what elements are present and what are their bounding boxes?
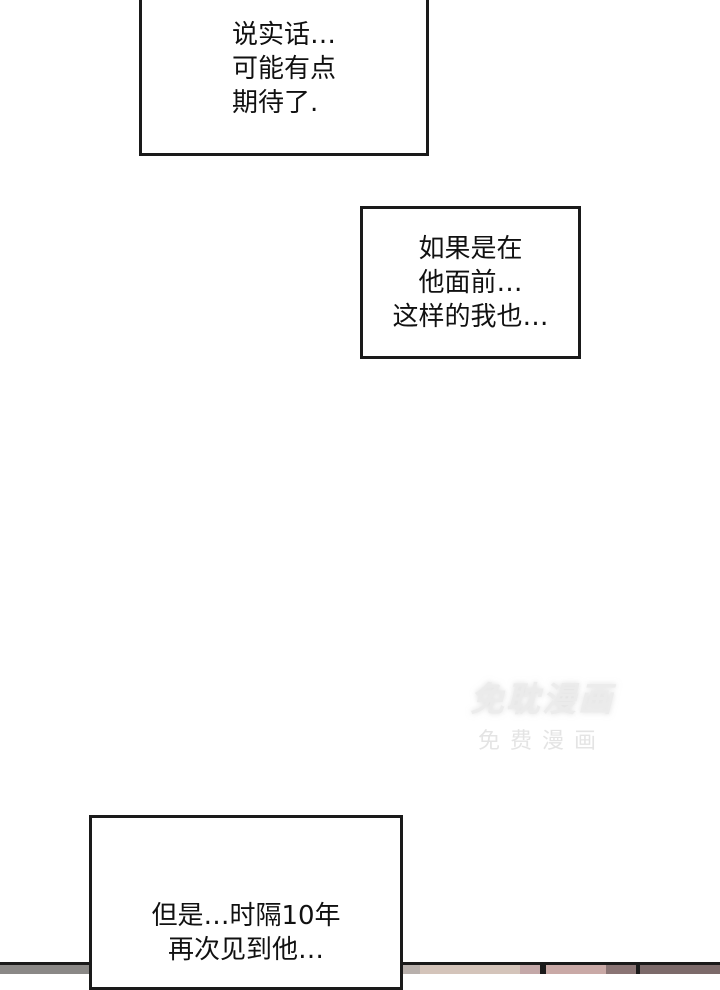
bubble-text-line: 这样的我也… bbox=[392, 301, 549, 332]
panel-segment bbox=[400, 965, 420, 974]
speech-bubble-1: 说实话… 可能有点 期待了. bbox=[139, 0, 429, 156]
watermark-subtitle: 免费漫画 bbox=[477, 729, 606, 754]
bubble-text-line: 但是…时隔10年 bbox=[151, 901, 341, 931]
panel-segment bbox=[420, 965, 520, 974]
bubble-text-line: 可能有点 bbox=[231, 54, 336, 84]
watermark: 免耽漫画 免费漫画 bbox=[470, 672, 614, 755]
panel-segment bbox=[640, 965, 720, 974]
watermark-title: 免耽漫画 bbox=[470, 680, 614, 720]
panel-segment bbox=[540, 965, 546, 974]
bubble-text-line: 他面前… bbox=[418, 267, 523, 298]
panel-segment bbox=[546, 965, 606, 974]
bubble-text-line: 再次见到他… bbox=[167, 935, 324, 965]
panel-segment bbox=[0, 965, 90, 974]
panel-segment bbox=[636, 965, 640, 974]
bubble-text-line: 期待了. bbox=[231, 88, 319, 118]
speech-bubble-2: 如果是在 他面前… 这样的我也… bbox=[360, 206, 581, 359]
bubble-text-line: 说实话… bbox=[231, 20, 336, 50]
speech-bubble-3: 但是…时隔10年 再次见到他… bbox=[89, 815, 403, 990]
panel-segment bbox=[606, 965, 636, 974]
bubble-text-line: 如果是在 bbox=[418, 233, 523, 264]
panel-segment bbox=[520, 965, 540, 974]
